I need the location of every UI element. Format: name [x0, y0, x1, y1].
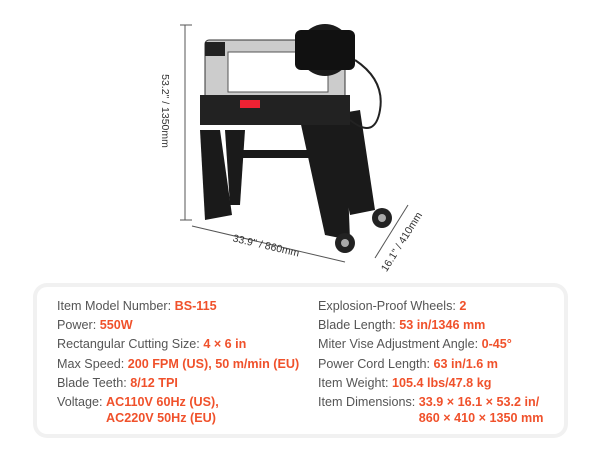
spec-label: Blade Length:	[318, 318, 400, 333]
specs-right-column: Explosion-Proof Wheels: 2 Blade Length: …	[318, 297, 543, 426]
spec-value-line2: 860 × 410 × 1350 mm	[418, 411, 544, 426]
height-dimension-label: 53.2" / 1350mm	[158, 74, 171, 148]
spec-max-speed: Max Speed: 200 FPM (US), 50 m/min (EU)	[57, 355, 299, 374]
spec-voltage: Voltage: AC110V 60Hz (US),AC220V 50Hz (E…	[57, 393, 299, 426]
saw-legs	[200, 110, 375, 240]
spec-cord-length: Power Cord Length: 63 in/1.6 m	[318, 355, 543, 374]
specifications-card: Item Model Number: BS-115 Power: 550W Re…	[37, 287, 564, 434]
spec-label: Item Model Number:	[57, 299, 175, 313]
spec-label: Power Cord Length:	[318, 356, 434, 371]
spec-label: Miter Vise Adjustment Angle:	[318, 337, 482, 352]
spec-value: 8/12 TPI	[130, 375, 178, 390]
spec-label: Power:	[57, 318, 100, 333]
spec-label: Item Weight:	[318, 375, 392, 390]
band-saw-product-image	[180, 24, 409, 263]
spec-value: 200 FPM (US), 50 m/min (EU)	[127, 356, 300, 371]
spec-miter-angle: Miter Vise Adjustment Angle: 0-45°	[318, 335, 543, 354]
spec-value-line2: AC220V 50Hz (EU)	[106, 411, 216, 426]
spec-weight: Item Weight: 105.4 lbs/47.8 kg	[318, 374, 543, 393]
spec-value: 2	[459, 299, 467, 313]
spec-value: 63 in/1.6 m	[433, 356, 498, 371]
dimension-lines	[180, 24, 409, 263]
spec-value: 0-45°	[481, 337, 512, 352]
spec-value: BS-115	[174, 299, 217, 313]
spec-wheels: Explosion-Proof Wheels: 2	[318, 297, 543, 316]
spec-label: Rectangular Cutting Size:	[57, 337, 204, 352]
spec-label: Max Speed:	[57, 356, 128, 371]
specs-left-column: Item Model Number: BS-115 Power: 550W Re…	[57, 297, 299, 426]
spec-value: 4 × 6 in	[203, 337, 247, 352]
spec-value: 53 in/1346 mm	[399, 318, 486, 333]
spec-value: 33.9 × 16.1 × 53.2 in/	[418, 395, 540, 410]
spec-label: Item Dimensions:	[318, 395, 419, 410]
spec-value: AC110V 60Hz (US),	[106, 395, 219, 410]
spec-label: Blade Teeth:	[57, 375, 131, 390]
spec-blade-length: Blade Length: 53 in/1346 mm	[318, 316, 543, 335]
saw-base	[200, 95, 350, 125]
spec-power: Power: 550W	[57, 316, 299, 335]
spec-value: 105.4 lbs/47.8 kg	[391, 375, 492, 390]
spec-label: Explosion-Proof Wheels:	[318, 299, 460, 313]
spec-model: Item Model Number: BS-115	[57, 297, 299, 316]
spec-cutting-size: Rectangular Cutting Size: 4 × 6 in	[57, 335, 299, 354]
spec-blade-teeth: Blade Teeth: 8/12 TPI	[57, 374, 299, 393]
spec-value: 550W	[99, 318, 133, 333]
spec-label: Voltage:	[57, 395, 107, 410]
spec-dimensions: Item Dimensions: 33.9 × 16.1 × 53.2 in/8…	[318, 393, 543, 426]
